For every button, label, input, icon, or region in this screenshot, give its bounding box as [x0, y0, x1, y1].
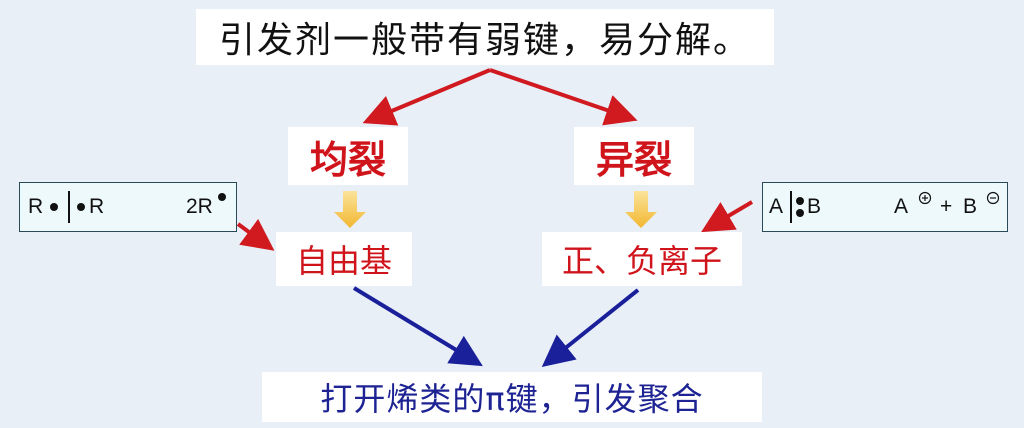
- arrow-ions-to-result: [541, 288, 640, 367]
- arrow-eq-left-to-radical: [236, 218, 275, 251]
- negative-charge-icon: [986, 191, 1000, 205]
- homolysis-box: 均裂: [288, 127, 408, 185]
- eq-right-plus: +: [940, 195, 953, 218]
- electron-dot: [218, 193, 226, 201]
- eq-left-r1: R: [28, 195, 44, 218]
- eq-left-r2: R: [89, 195, 105, 218]
- heterolysis-box: 异裂: [574, 127, 694, 185]
- radical-box: 自由基: [276, 232, 412, 286]
- heterolysis-label: 异裂: [595, 137, 672, 182]
- bond-split-line: [68, 191, 70, 223]
- arrow-to-homolysis: [362, 68, 491, 126]
- orange-arrow-left: [334, 191, 366, 228]
- eq-right-a-product: A: [894, 195, 909, 218]
- result-text: 打开烯类的π键，引发聚合: [320, 380, 704, 418]
- heterolysis-equation: A B A + B: [762, 182, 1008, 232]
- positive-charge-icon: [918, 191, 932, 205]
- homolysis-label: 均裂: [309, 137, 386, 182]
- electron-dot: [796, 209, 804, 217]
- radical-label: 自由基: [295, 242, 392, 280]
- result-box: 打开烯类的π键，引发聚合: [262, 372, 762, 422]
- orange-arrow-right: [625, 191, 657, 228]
- bond-split-line: [790, 191, 792, 223]
- electron-dot: [796, 197, 804, 205]
- ions-label: 正、负离子: [561, 242, 722, 280]
- eq-right-a: A: [769, 195, 784, 218]
- eq-left-product: 2R: [186, 195, 213, 218]
- eq-right-b-product: B: [963, 195, 978, 218]
- title-box: 引发剂一般带有弱键，易分解。: [196, 9, 774, 65]
- arrow-eq-right-to-ions: [701, 200, 754, 233]
- arrow-radical-to-result: [352, 286, 483, 367]
- ions-box: 正、负离子: [542, 232, 742, 286]
- electron-dot: [50, 203, 58, 211]
- electron-dot: [77, 203, 85, 211]
- eq-right-b: B: [807, 195, 822, 218]
- arrow-to-heterolysis: [489, 68, 638, 126]
- title-text: 引发剂一般带有弱键，易分解。: [218, 20, 751, 61]
- homolysis-equation: R R 2R: [19, 182, 237, 232]
